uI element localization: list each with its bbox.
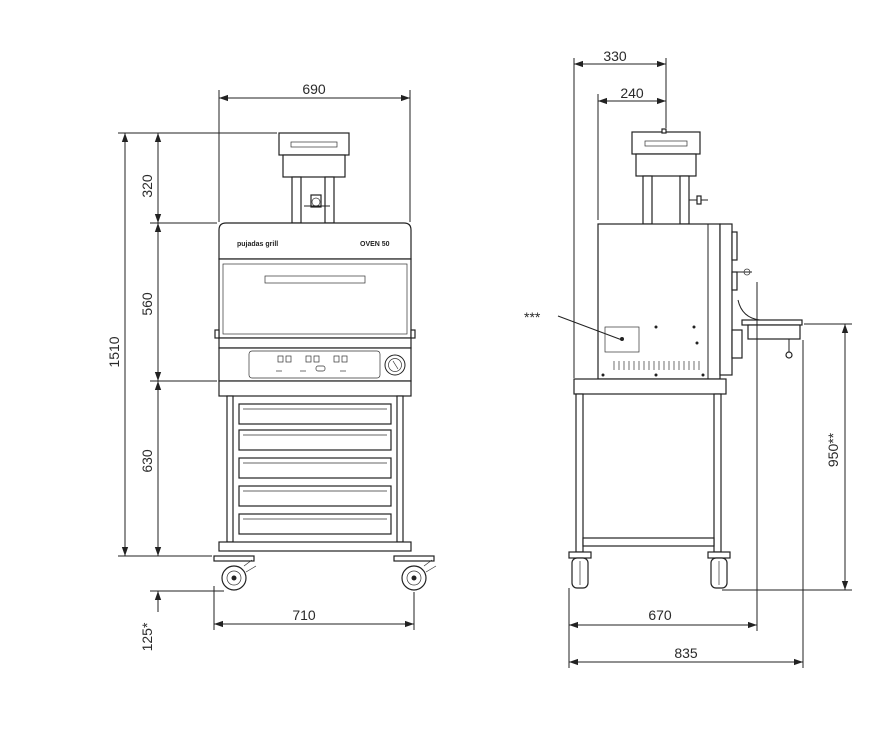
dim-side-overall-depth: 835 bbox=[674, 645, 698, 661]
model-label: OVEN 50 bbox=[360, 241, 390, 248]
side-wheels bbox=[568, 551, 731, 589]
dim-front-chimney: 320 bbox=[139, 174, 155, 198]
dim-front-width: 690 bbox=[302, 81, 326, 97]
brand-logo: pujadas grill bbox=[237, 241, 278, 248]
side-chimney bbox=[631, 128, 708, 225]
front-oven: pujadas grill OVEN 50 bbox=[214, 222, 416, 382]
front-wheels bbox=[213, 555, 437, 591]
dim-side-shelf-height: 950** bbox=[825, 432, 841, 467]
trays bbox=[238, 403, 392, 535]
side-stand bbox=[573, 378, 727, 553]
dim-front-oven: 560 bbox=[139, 292, 155, 316]
side-shelf bbox=[737, 299, 803, 359]
side-view: *** 330 240 950** 670 bbox=[524, 48, 852, 668]
front-dimensions: 690 1510 320 560 630 125* bbox=[106, 81, 415, 651]
dim-side-chimney-inner: 240 bbox=[620, 85, 644, 101]
side-callout: *** bbox=[524, 309, 623, 341]
dim-side-chimney-depth: 330 bbox=[603, 48, 627, 64]
side-oven bbox=[597, 223, 752, 380]
dim-front-wheel: 125* bbox=[139, 622, 155, 651]
dim-side-stand-depth: 670 bbox=[648, 607, 672, 623]
front-view: pujadas grill OVEN 50 bbox=[106, 81, 437, 651]
dim-front-base-width: 710 bbox=[292, 607, 316, 623]
dim-front-stand: 630 bbox=[139, 449, 155, 473]
callout-label: *** bbox=[524, 309, 541, 325]
dim-front-total-height: 1510 bbox=[106, 336, 122, 367]
side-dimensions: 330 240 950** 670 835 bbox=[568, 48, 852, 668]
front-stand bbox=[218, 380, 412, 552]
front-chimney bbox=[278, 132, 350, 224]
